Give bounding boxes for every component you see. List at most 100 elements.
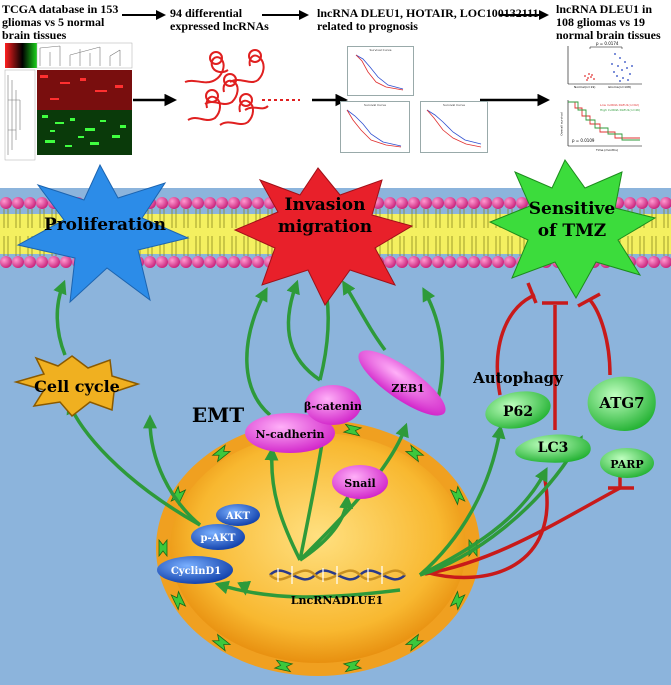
survival-curves [346, 109, 402, 148]
lipid-head [156, 197, 168, 209]
proliferation-star [16, 163, 190, 304]
nuclear-pore [404, 444, 425, 463]
lipid-head [180, 256, 192, 268]
lipid-head [216, 197, 228, 209]
survival-plot-title: Survival Curve [369, 48, 392, 52]
lipid-head [432, 197, 444, 209]
lipid-head [456, 197, 468, 209]
lipid-head [396, 256, 408, 268]
n-cadherin-label: N-cadherin [255, 428, 324, 441]
snail-label: Snail [344, 477, 375, 490]
lipid-head [60, 256, 72, 268]
lipid-head [504, 197, 516, 209]
nuclear-pore [170, 590, 187, 611]
p62-label: P62 [503, 404, 533, 420]
lipid-head [480, 197, 492, 209]
invasion-label: Invasion [285, 195, 366, 215]
lipid-head [144, 256, 156, 268]
nuclear-pore [404, 633, 425, 652]
survival-curves [355, 54, 404, 91]
lipid-head [444, 197, 456, 209]
autophagy-label: Autophagy [472, 369, 564, 387]
nuclear-pore [211, 444, 232, 463]
header-step-prognosis: lncRNA DLEU1, HOTAIR, LOC100132111 relat… [317, 6, 539, 33]
lipid-head [468, 197, 480, 209]
header-step-tcga: TCGA database in 153 gliomas vs 5 normal… [2, 2, 119, 42]
activation-arrows [53, 279, 583, 599]
lipid-head [468, 256, 480, 268]
dna-helix-icon [269, 566, 406, 584]
lipid-head [432, 256, 444, 268]
nuclear-pore [449, 485, 466, 506]
lipid-head [192, 256, 204, 268]
lipid-head [396, 197, 408, 209]
lipid-head [648, 197, 660, 209]
lipid-head [252, 256, 264, 268]
lipid-head [456, 256, 468, 268]
atg7-label: ATG7 [598, 394, 644, 412]
lipid-head [0, 197, 12, 209]
nuclear-pore [342, 659, 363, 673]
km-ylabel: Overall survival [559, 112, 564, 136]
lipid-head [420, 197, 432, 209]
sensitive-label: Sensitive [529, 199, 616, 219]
lipid-head [660, 256, 671, 268]
lipid-head [24, 197, 36, 209]
lipid-head [636, 197, 648, 209]
lipid-head [48, 256, 60, 268]
lipid-head [636, 256, 648, 268]
lipid-head [516, 197, 528, 209]
survival-plot-title: Survival Curve [364, 103, 386, 107]
cell-cycle-star [13, 355, 141, 418]
nuclear-pore [449, 590, 466, 611]
lipid-head [648, 256, 660, 268]
lipid-head [420, 256, 432, 268]
tmz-label: of TMZ [538, 221, 606, 241]
dot-plot-group-glioma: Glioma(n=108) [608, 85, 632, 89]
lipid-head [192, 197, 204, 209]
header-step-lncrnas: 94 differential expressed lncRNAs [170, 6, 269, 33]
akt-label: AKT [225, 511, 250, 522]
km-plot-thumbnail: Low lncRNA DLEU1(n=62) High lncRNA DLEU1… [560, 96, 644, 156]
lipid-head [492, 197, 504, 209]
parp-label: PARP [610, 458, 643, 471]
lipid-head [180, 197, 192, 209]
km-legend-low: Low lncRNA DLEU1(n=62) [600, 103, 640, 107]
lncrna-hairpins-icon [184, 49, 269, 126]
p-akt-label: p-AKT [200, 533, 236, 544]
lipid-head [168, 256, 180, 268]
lipid-head [204, 256, 216, 268]
nuclear-pore [158, 538, 168, 558]
zeb1-label: ZEB1 [391, 382, 424, 395]
lipid-head [168, 197, 180, 209]
lipid-head [252, 197, 264, 209]
lipid-head [36, 197, 48, 209]
nuclear-pore [211, 633, 232, 652]
heatmap-thumbnail [4, 42, 133, 161]
nuclear-pore [273, 659, 294, 673]
lipid-head [660, 197, 671, 209]
lipid-head [0, 256, 12, 268]
lipid-head [24, 256, 36, 268]
lipid-head [624, 197, 636, 209]
nuclear-pore [342, 423, 363, 437]
lipid-head [384, 256, 396, 268]
lipid-head [36, 256, 48, 268]
cell-cycle-label: Cell cycle [34, 377, 120, 396]
lipid-head [12, 197, 24, 209]
km-xlabel: Time (months) [596, 148, 618, 152]
lipid-head [444, 256, 456, 268]
lncrna-dleu1-label: LncRNADLUE1 [291, 594, 383, 607]
survival-plot-thumbnail-1: Survival Curve [347, 46, 414, 96]
lipid-head [216, 256, 228, 268]
expression-dot-plot-thumbnail: p = 0.0174 Normal(n=19) Glioma(n=108) [560, 40, 644, 92]
lipid-head [408, 256, 420, 268]
lipid-head [408, 197, 420, 209]
survival-plot-title: Survival Curve [443, 103, 465, 107]
survival-curves [426, 109, 482, 148]
lipid-head [492, 256, 504, 268]
tmz-sensitivity-star [488, 159, 657, 300]
cyclind1-label: CyclinD1 [171, 566, 221, 577]
